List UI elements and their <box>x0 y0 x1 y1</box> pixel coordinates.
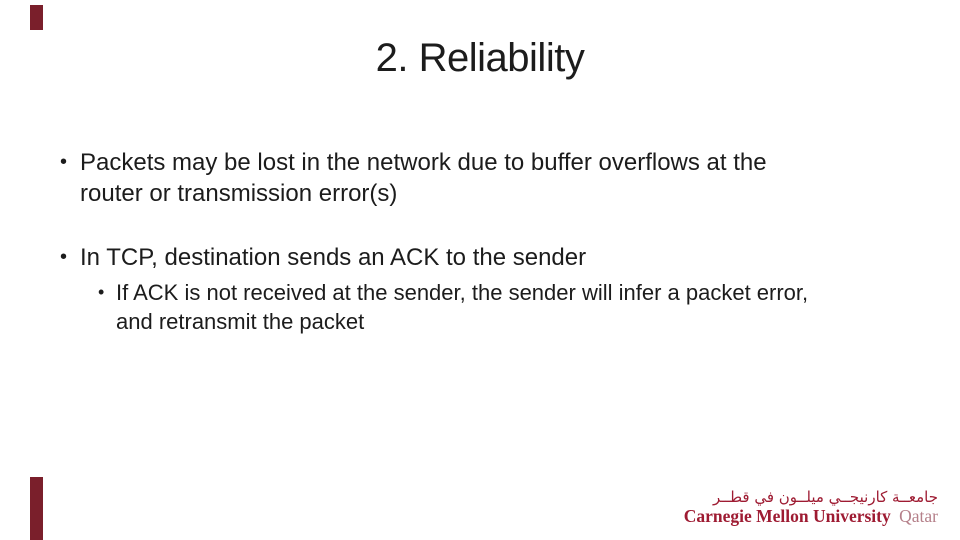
bullet-icon: • <box>60 246 68 268</box>
page-title: 2. Reliability <box>375 36 585 80</box>
bullet-text-line: In TCP, destination sends an ACK to the … <box>80 244 587 271</box>
bullet-item-ack-not-received: • If ACK is not received at the sender, … <box>60 278 890 336</box>
corner-accent-bar-bottom <box>30 477 43 540</box>
logo-english-wordmark: Carnegie Mellon University Qatar <box>683 505 938 526</box>
logo-arabic-wordmark: جامعــة كارنيجــي ميلــون في قطــر <box>713 488 938 507</box>
bullet-text: In TCP, destination sends an ACK to the … <box>80 242 890 273</box>
bullet-text-line: and retransmit the packet <box>116 309 365 334</box>
cmu-qatar-logo: جامعــة كارنيجــي ميلــون في قطــر Carne… <box>684 489 938 526</box>
bullet-icon: • <box>98 282 105 302</box>
bullet-item-tcp-ack: • In TCP, destination sends an ACK to th… <box>60 242 890 273</box>
bullet-item-packets: • Packets may be lost in the network due… <box>60 147 890 209</box>
bullet-text: If ACK is not received at the sender, th… <box>116 278 890 336</box>
bullet-icon: • <box>60 151 68 173</box>
bullet-text-line: Packets may be lost in the network due t… <box>80 149 767 176</box>
bullet-text-line: router or transmission error(s) <box>80 180 398 207</box>
bullet-text: Packets may be lost in the network due t… <box>80 147 890 209</box>
corner-accent-bar-top <box>30 5 43 30</box>
logo-region-name: Qatar <box>899 505 938 526</box>
bullet-text-line: If ACK is not received at the sender, th… <box>116 280 809 305</box>
slide-body: • Packets may be lost in the network due… <box>60 147 890 336</box>
logo-university-name: Carnegie Mellon University <box>683 505 891 526</box>
